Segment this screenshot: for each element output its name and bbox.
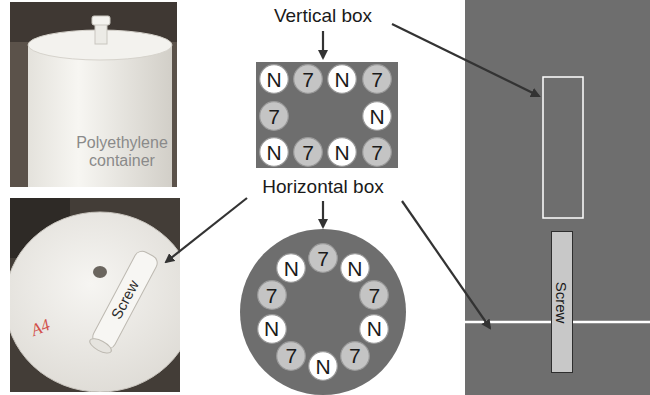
sample-label: 7 — [302, 69, 314, 90]
sample-circle: 7 — [276, 341, 306, 371]
sample-circle: 7 — [362, 137, 392, 167]
screw-rod: Screw — [551, 231, 573, 373]
sample-label: N — [284, 258, 299, 279]
sample-circle: N — [259, 137, 289, 167]
leader-arrows — [166, 24, 539, 328]
callout-label: Horizontal box — [262, 176, 383, 198]
sample-label: N — [334, 142, 349, 163]
sample-label: 7 — [369, 285, 381, 306]
photo-label: Polyethylene container — [60, 134, 184, 171]
part-name: Screw — [555, 281, 570, 323]
sample-label: N — [347, 258, 362, 279]
sample-label: N — [367, 318, 382, 339]
sample-label: 7 — [285, 345, 297, 366]
sample-circle: N — [259, 64, 289, 94]
horizontal-box — [240, 229, 406, 395]
sample-label: 7 — [349, 345, 361, 366]
sample-circle: 7 — [362, 64, 392, 94]
sample-label: N — [369, 106, 384, 127]
sample-label: N — [266, 142, 281, 163]
sample-circle: N — [362, 101, 392, 131]
sample-label: N — [264, 318, 279, 339]
sample-circle: 7 — [259, 101, 289, 131]
sample-label: 7 — [317, 248, 329, 269]
sample-label: 7 — [371, 142, 383, 163]
sample-label: 7 — [371, 69, 383, 90]
sample-circle: 7 — [293, 137, 323, 167]
sample-label: 7 — [268, 106, 280, 127]
sample-circle: N — [327, 137, 357, 167]
lid-photo — [10, 198, 180, 392]
sample-circle: N — [257, 314, 287, 344]
sample-circle: 7 — [293, 64, 323, 94]
sample-circle: 7 — [257, 280, 287, 310]
callout-label: Vertical box — [274, 5, 372, 27]
vertical-box — [256, 62, 398, 168]
sample-circle: N — [359, 314, 389, 344]
sample-circle: 7 — [340, 341, 370, 371]
sample-label: N — [266, 69, 281, 90]
sample-circle: N — [327, 64, 357, 94]
sample-label: N — [315, 356, 330, 377]
sample-circle: 7 — [308, 243, 338, 273]
sample-circle: N — [340, 253, 370, 283]
vertical-box-outline — [543, 77, 583, 218]
cross-section-panel — [465, 0, 650, 395]
sample-circle: 7 — [359, 280, 389, 310]
sample-circle: N — [308, 351, 338, 381]
sample-label: 7 — [302, 142, 314, 163]
sample-circle: N — [276, 253, 306, 283]
sample-label: 7 — [266, 285, 278, 306]
sample-label: N — [334, 69, 349, 90]
